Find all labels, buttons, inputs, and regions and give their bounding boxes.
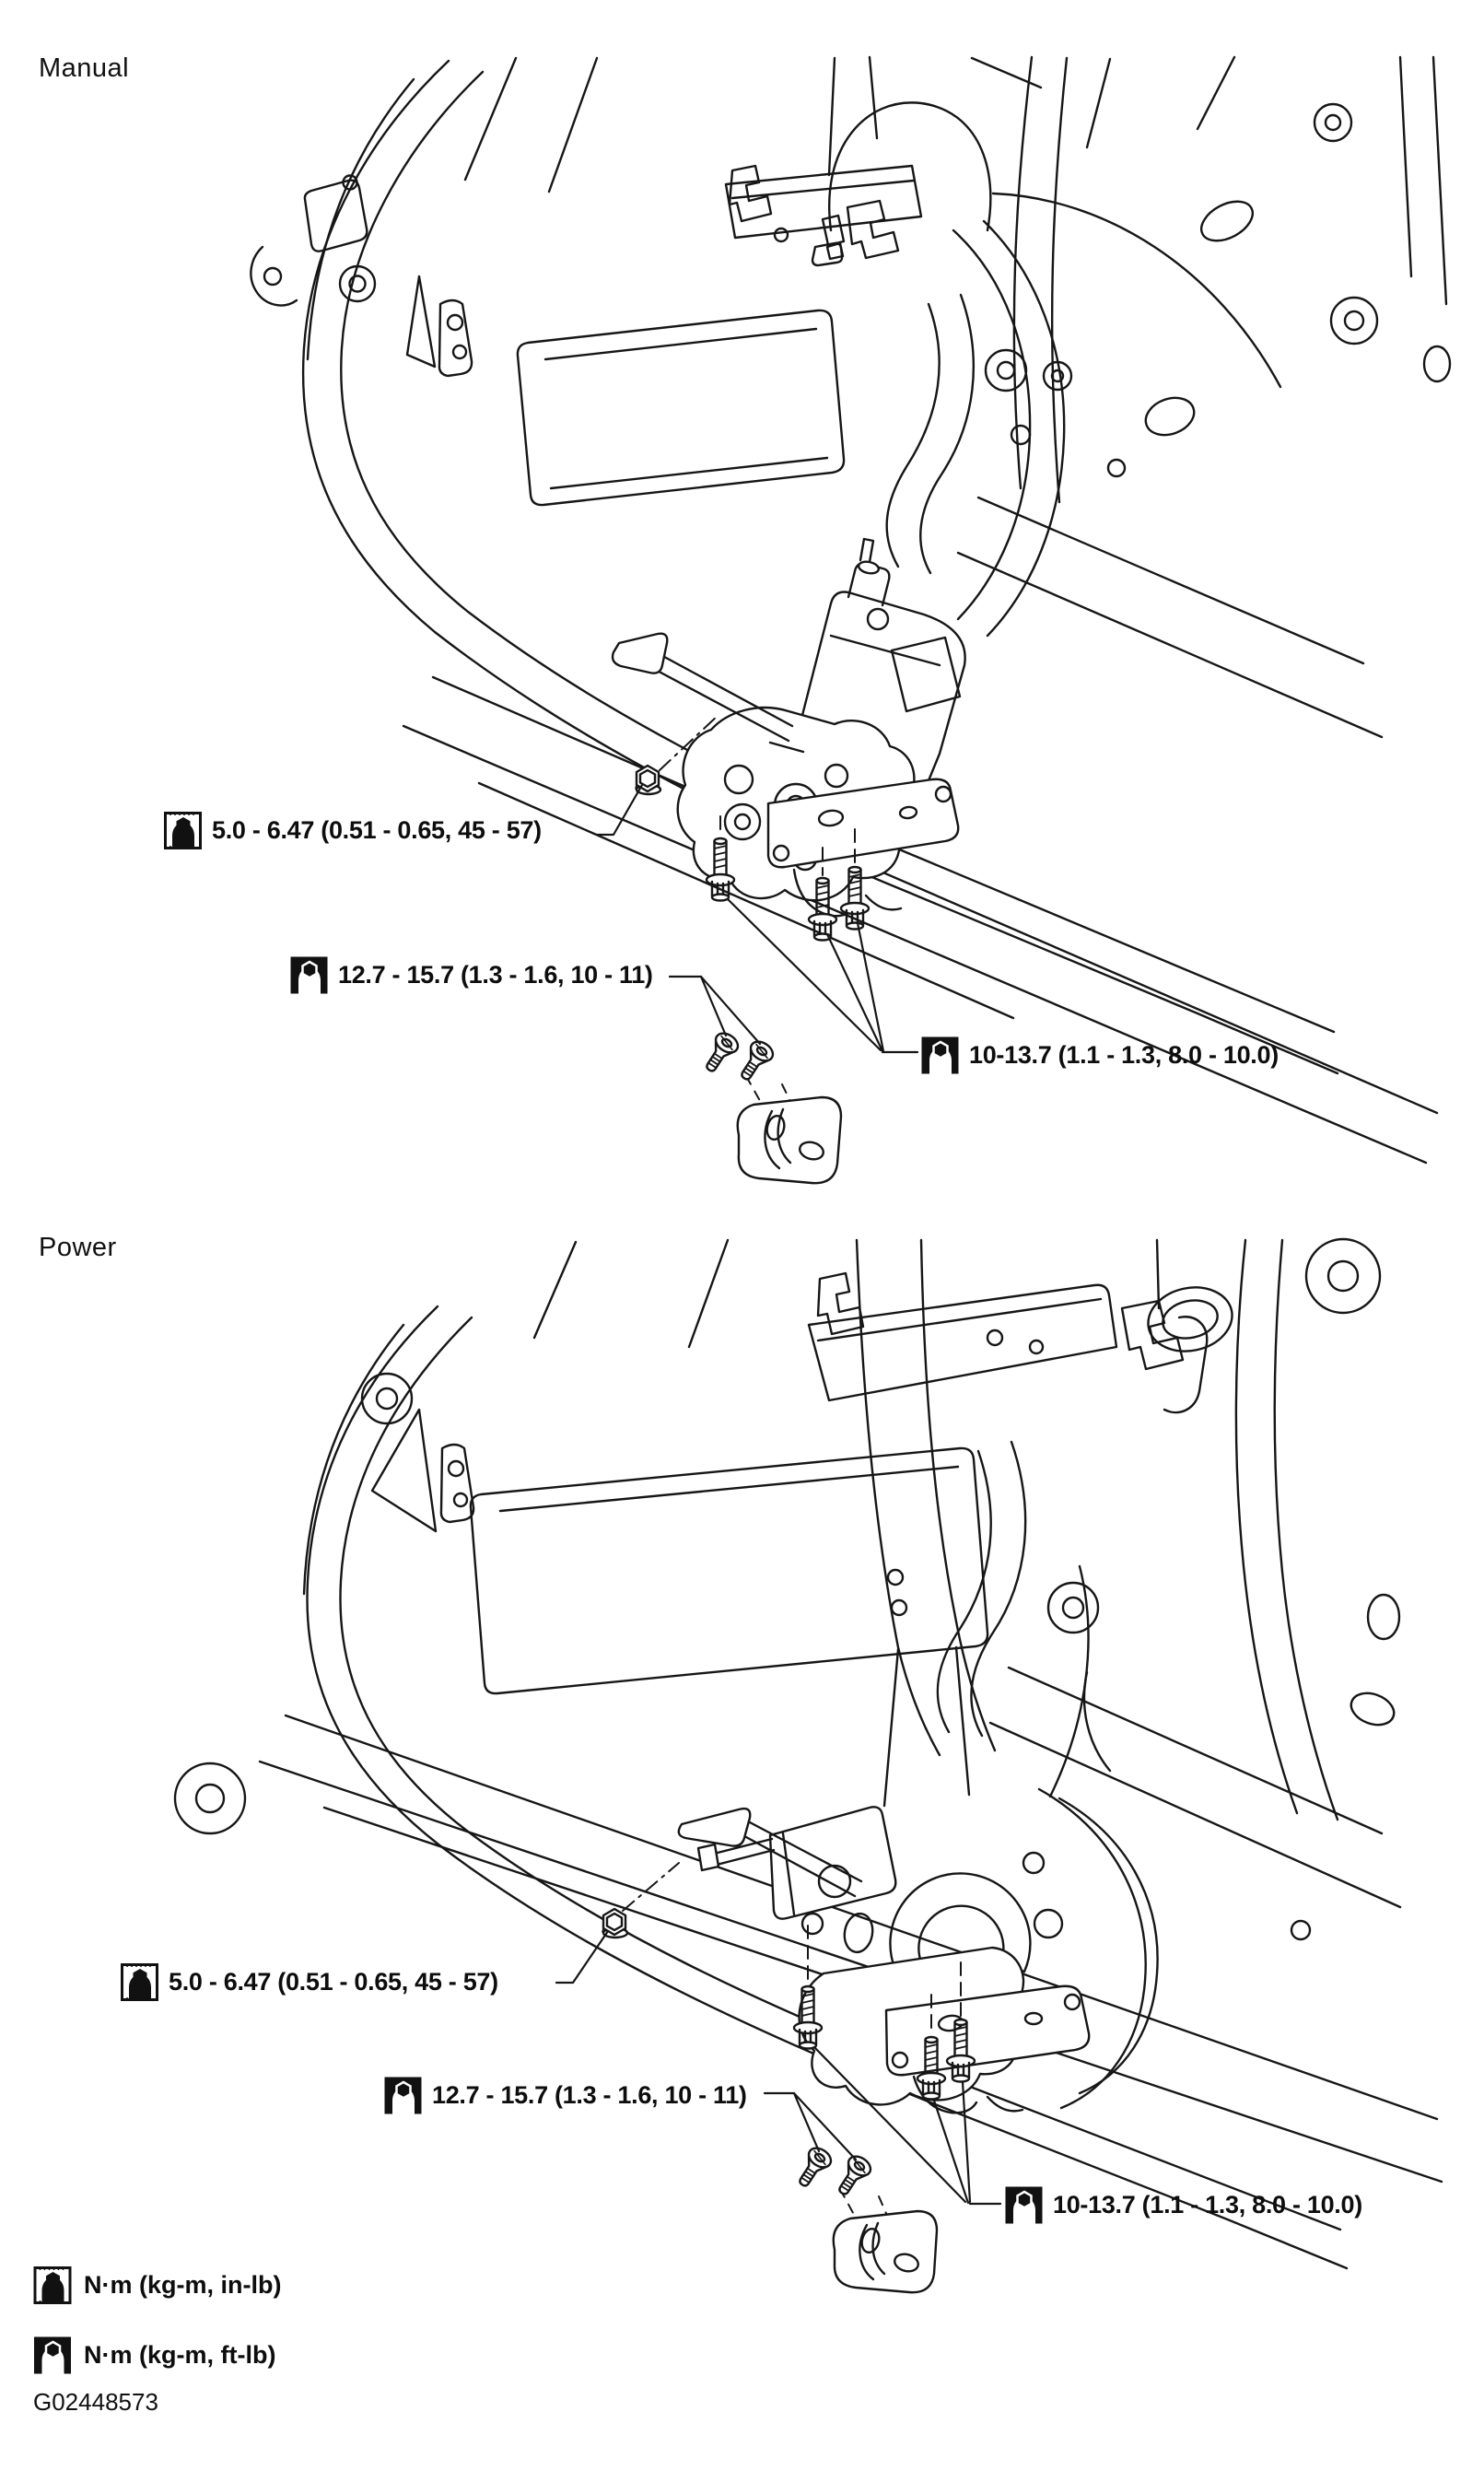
manual-panel-cutouts (250, 174, 473, 378)
figure-id: G02448573 (33, 2388, 158, 2416)
power-right-panel (936, 1237, 1402, 2110)
power-upper-bracket (807, 1238, 1209, 1757)
manual-striker-plate (736, 1095, 843, 1185)
power-callout-latch-bolts: 10-13.7 (1.1 - 1.3, 8.0 - 10.0) (1005, 2186, 1362, 2224)
power-latch-assembly (677, 1645, 1091, 2114)
legend-item-inlb: N·m (kg-m, in-lb) (33, 2266, 281, 2304)
section-title-manual: Manual (39, 53, 130, 83)
manual-callout-lever-nut: 5.0 - 6.47 (0.51 - 0.65, 45 - 57) (164, 812, 542, 849)
manual-striker-screws (697, 1028, 778, 1086)
power-striker-plate (832, 2209, 939, 2294)
manual-callout-striker-screws: 12.7 - 15.7 (1.3 - 1.6, 10 - 11) (290, 956, 653, 994)
torque-wrench-inlb-icon (121, 1963, 158, 2001)
torque-value: 10-13.7 (1.1 - 1.3, 8.0 - 10.0) (1053, 2191, 1362, 2219)
manual-illustration (250, 55, 1452, 1185)
section-title-power: Power (39, 1233, 117, 1262)
manual-latch-assembly (611, 537, 966, 918)
manual-leader-lines (595, 783, 919, 1054)
torque-wrench-inlb-icon (164, 812, 202, 849)
power-callout-striker-screws: 12.7 - 15.7 (1.3 - 1.6, 10 - 11) (384, 2077, 747, 2114)
torque-wrench-ftlb-icon (1005, 2186, 1043, 2224)
power-release-lever (744, 1821, 863, 1898)
torque-wrench-inlb-icon (33, 2266, 72, 2304)
torque-value: 10-13.7 (1.1 - 1.3, 8.0 - 10.0) (969, 1041, 1279, 1069)
torque-wrench-ftlb-icon (921, 1036, 959, 1074)
torque-value: 12.7 - 15.7 (1.3 - 1.6, 10 - 11) (432, 2081, 747, 2109)
power-leader-lines (555, 1929, 1002, 2206)
power-license-recess (469, 1446, 989, 1695)
power-panel-cutouts (173, 1372, 475, 1835)
power-callout-lever-nut: 5.0 - 6.47 (0.51 - 0.65, 45 - 57) (121, 1963, 498, 2001)
manual-latch-bracket (724, 101, 1282, 389)
torque-value: 5.0 - 6.47 (0.51 - 0.65, 45 - 57) (169, 1968, 498, 1996)
manual-callout-latch-bolts: 10-13.7 (1.1 - 1.3, 8.0 - 10.0) (921, 1036, 1279, 1074)
legend-label: N·m (kg-m, ft-lb) (84, 2341, 276, 2369)
torque-wrench-ftlb-icon (384, 2077, 422, 2114)
legend-item-ftlb: N·m (kg-m, ft-lb) (33, 2336, 275, 2374)
torque-wrench-ftlb-icon (33, 2336, 72, 2374)
manual-right-panel (885, 55, 1452, 739)
power-striker-screws (790, 2143, 876, 2201)
torque-value: 12.7 - 15.7 (1.3 - 1.6, 10 - 11) (338, 961, 653, 989)
torque-wrench-ftlb-icon (290, 956, 328, 994)
manual-release-lever (649, 650, 794, 743)
power-lock-actuator-motor (768, 1806, 897, 1920)
manual-license-recess (516, 309, 846, 507)
manual-harness-cable (828, 101, 992, 232)
power-illustration (173, 1237, 1443, 2294)
torque-value: 5.0 - 6.47 (0.51 - 0.65, 45 - 57) (212, 816, 542, 844)
legend-label: N·m (kg-m, in-lb) (84, 2271, 282, 2299)
